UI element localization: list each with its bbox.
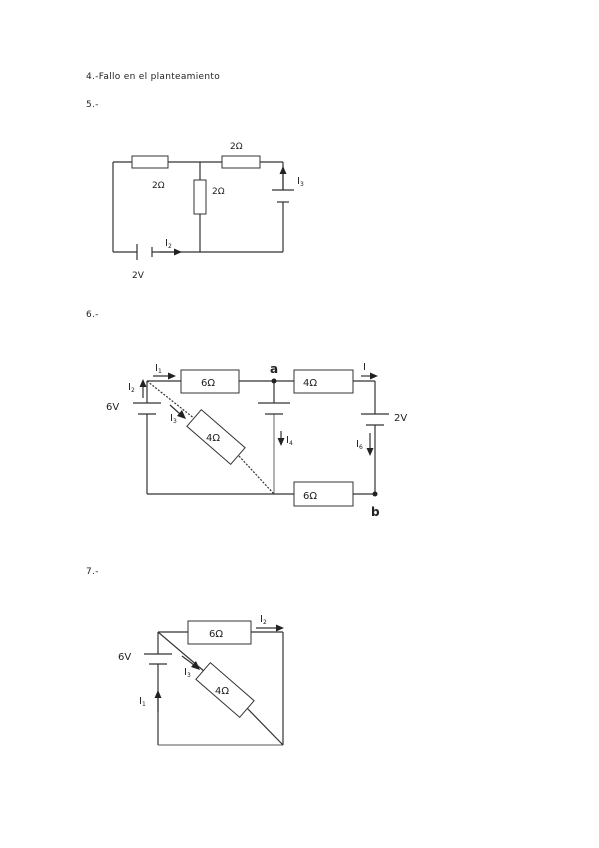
- battery-right: [361, 413, 389, 426]
- arrow-icon: [256, 624, 284, 632]
- label-battery-left: 6V: [106, 402, 119, 413]
- heading-question-6: 6.-: [86, 310, 99, 320]
- label-current-i5: I: [363, 362, 366, 373]
- label-resistor-top-left: 6Ω: [201, 378, 215, 389]
- diagonal-branch: [146, 380, 275, 495]
- label-current-i2: I2: [260, 614, 267, 626]
- label-resistor-top-right: 2Ω: [230, 142, 243, 152]
- label-node-a: a: [270, 362, 278, 376]
- resistor-bottom: [293, 481, 354, 507]
- battery-bottom: [136, 244, 153, 260]
- label-current-i3: I3: [297, 176, 304, 188]
- heading-question-4: 4.-Fallo en el planteamiento: [86, 72, 221, 82]
- label-current-i2: I2: [128, 382, 135, 394]
- label-current-i1: I1: [155, 363, 162, 375]
- label-current-i3: I3: [184, 667, 191, 679]
- label-resistor-diagonal: 4Ω: [215, 686, 229, 697]
- arrow-icon: [139, 379, 147, 398]
- label-resistor-diagonal: 4Ω: [206, 433, 220, 444]
- heading-question-5: 5.-: [86, 100, 99, 110]
- arrow-icon: [160, 248, 182, 256]
- heading-question-7: 7.-: [86, 567, 99, 577]
- label-resistor-bottom: 6Ω: [303, 491, 317, 502]
- circuit-diagram-6: 6Ω 4Ω 6Ω 4Ω a b 6V 2V I1 I2 I3 I4 I I6: [106, 362, 407, 519]
- arrow-icon: [153, 372, 176, 380]
- circuit-diagram-7: 6Ω 4Ω 6V I1 I2 I3: [118, 614, 284, 746]
- label-current-i2: I2: [165, 238, 172, 250]
- label-resistor-top: 6Ω: [209, 629, 223, 640]
- resistor-top-right: [221, 155, 261, 169]
- label-battery: 6V: [118, 652, 131, 663]
- label-resistor-middle: 2Ω: [212, 187, 225, 197]
- battery-middle: [258, 402, 290, 415]
- label-current-i4: I4: [286, 435, 293, 447]
- circuit-diagram-5: 2Ω 2Ω 2Ω I3 I2 2V: [112, 142, 304, 281]
- battery-left: [144, 653, 172, 665]
- battery-left: [133, 402, 161, 415]
- arrow-icon: [279, 166, 287, 190]
- resistor-diagonal: [186, 408, 246, 466]
- label-current-i6: I6: [356, 439, 363, 451]
- label-current-i1: I1: [139, 696, 146, 708]
- label-current-i3: I3: [170, 413, 177, 425]
- label-battery-right: 2V: [394, 413, 407, 424]
- resistor-top: [187, 620, 252, 645]
- arrow-icon: [154, 690, 162, 712]
- resistor-middle: [193, 179, 207, 215]
- circuit6-wires: [146, 380, 376, 495]
- resistor-top-left: [180, 369, 240, 394]
- label-battery: 2V: [132, 271, 145, 281]
- arrow-icon: [169, 404, 186, 419]
- label-resistor-left: 2Ω: [152, 181, 165, 191]
- arrow-icon: [361, 372, 378, 380]
- node-b-dot: [372, 491, 378, 497]
- label-resistor-top-right: 4Ω: [303, 378, 317, 389]
- resistor-diagonal: [195, 661, 255, 719]
- resistor-top-right: [293, 369, 354, 394]
- arrow-icon: [277, 431, 285, 446]
- node-a-dot: [271, 378, 277, 384]
- resistor-left: [131, 155, 169, 169]
- arrow-icon: [181, 655, 200, 670]
- label-node-b: b: [371, 505, 380, 519]
- arrow-icon: [366, 433, 374, 456]
